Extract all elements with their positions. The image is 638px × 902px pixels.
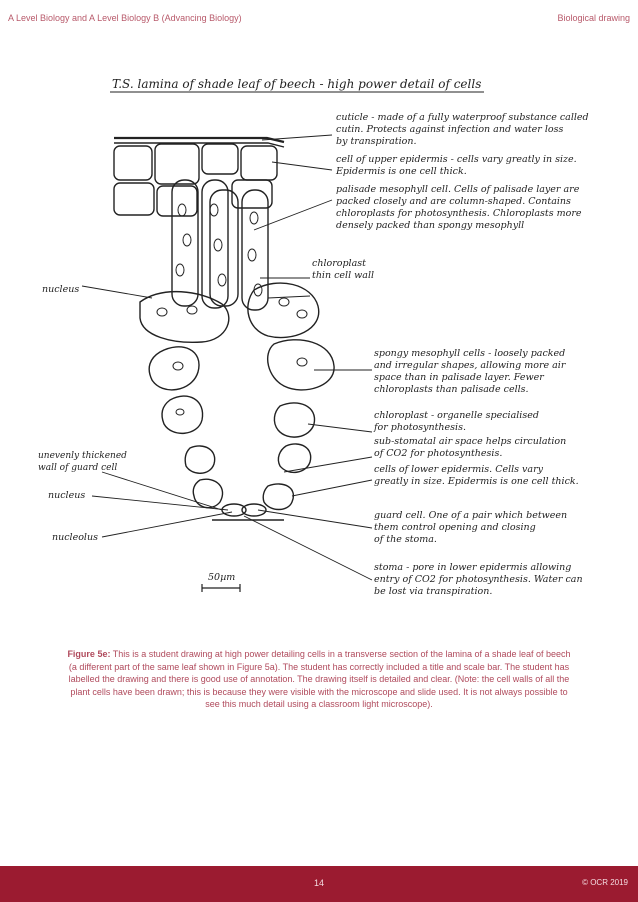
chloroplast-wall-label: chloroplast thin cell wall: [312, 258, 374, 281]
palisade-label: palisade mesophyll cell. Cells of palisa…: [336, 184, 585, 231]
guard-cell-wall-label: unevenly thickened wall of guard cell: [38, 451, 130, 473]
header-topic: Biological drawing: [557, 13, 630, 23]
nucleus-label-upper: nucleus: [42, 284, 79, 295]
drawing-panel: T.S. lamina of shade leaf of beech - hig…: [22, 40, 622, 640]
stoma-label: stoma - pore in lower epidermis allowing…: [374, 562, 586, 597]
figure-caption: Figure 5e: This is a student drawing at …: [64, 648, 574, 711]
page-number: 14: [313, 878, 324, 888]
guard-cell-label: guard cell. One of a pair which between …: [374, 510, 570, 545]
lower-epidermis-label: cells of lower epidermis. Cells vary gre…: [374, 464, 579, 487]
cell-outlines: [113, 136, 335, 521]
figure-caption-text: This is a student drawing at high power …: [68, 649, 571, 709]
upper-epidermis-label: cell of upper epidermis - cells vary gre…: [335, 154, 580, 177]
left-annotations: nucleus unevenly thickened wall of guard…: [38, 284, 130, 543]
spongy-mesophyll-label: spongy mesophyll cells - loosely packed …: [374, 348, 568, 395]
scale-bar-label: 50µm: [208, 572, 235, 583]
scale-bar: 50µm: [201, 572, 241, 592]
chloroplast-organelle-label: chloroplast - organelle specialised for …: [373, 410, 542, 433]
nucleus-label-lower: nucleus: [48, 490, 85, 501]
figure-label: Figure 5e:: [67, 649, 111, 659]
right-annotations: cuticle - made of a fully waterproof sub…: [312, 112, 592, 597]
header-subject: A Level Biology and A Level Biology B (A…: [8, 13, 242, 23]
chloroplasts: [156, 203, 308, 416]
page-footer: 14 © OCR 2019: [0, 866, 638, 902]
nucleolus-label: nucleolus: [52, 532, 98, 543]
label-lines: [81, 134, 373, 581]
leaf-section-drawing: T.S. lamina of shade leaf of beech - hig…: [38, 77, 592, 597]
copyright: © OCR 2019: [582, 878, 628, 887]
drawing-title: T.S. lamina of shade leaf of beech - hig…: [112, 77, 481, 91]
cuticle-label: cuticle - made of a fully waterproof sub…: [336, 112, 592, 147]
substomatal-label: sub-stomatal air space helps circulation…: [374, 436, 569, 459]
